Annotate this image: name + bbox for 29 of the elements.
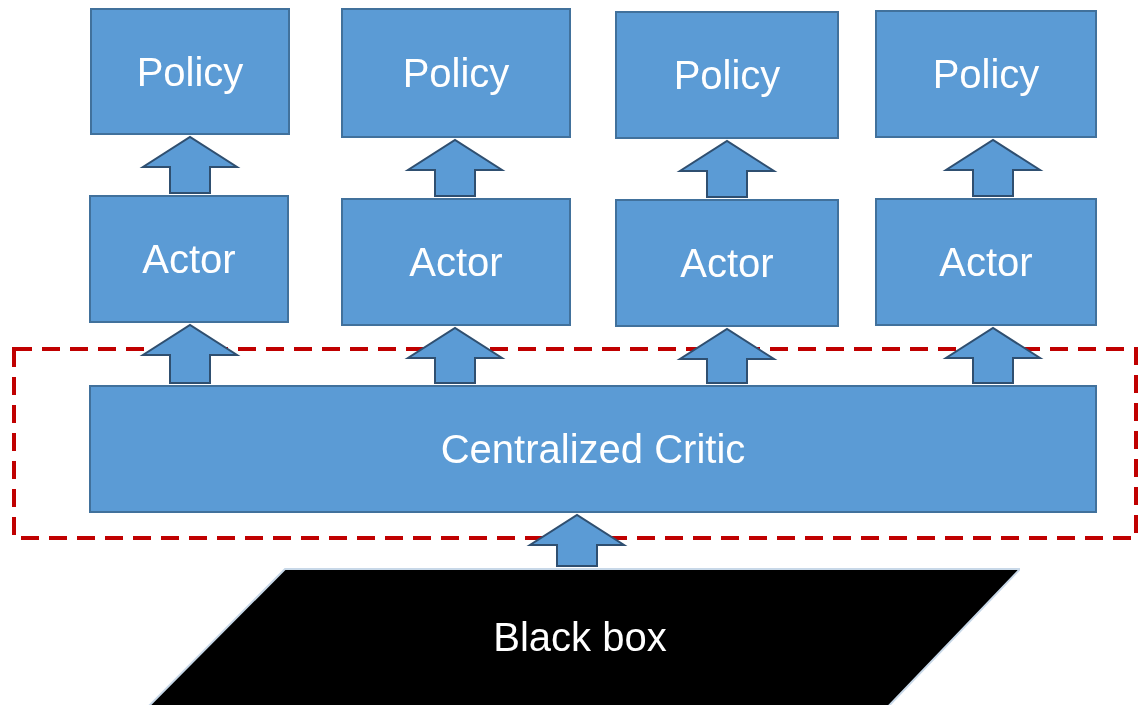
block-arrow (404, 138, 506, 197)
block-arrow (676, 327, 778, 384)
node-label: Black box (493, 613, 667, 661)
block-arrow (942, 138, 1044, 197)
block-arrow (676, 139, 778, 198)
process-box (341, 8, 571, 138)
node-label: Actor (142, 236, 236, 283)
process-box (875, 10, 1097, 138)
process-box (875, 198, 1097, 326)
block-arrow (404, 326, 506, 384)
block-arrow (139, 323, 241, 384)
node-label: Centralized Critic (440, 426, 746, 473)
node-label: Actor (409, 239, 503, 286)
node-label: Policy (402, 50, 510, 97)
node-label: Policy (673, 52, 781, 99)
block-arrow (139, 135, 241, 194)
dashed-boundary (12, 347, 1138, 540)
process-box (90, 8, 290, 135)
node-label: Actor (939, 239, 1033, 286)
node-label: Policy (136, 48, 244, 96)
process-box (615, 11, 839, 139)
process-box (89, 385, 1097, 513)
process-box (615, 199, 839, 327)
process-box (341, 198, 571, 326)
block-arrow (942, 326, 1044, 384)
node-label: Policy (932, 51, 1040, 98)
process-box (89, 195, 289, 323)
node-label: Actor (680, 240, 774, 287)
block-arrow (526, 513, 628, 567)
